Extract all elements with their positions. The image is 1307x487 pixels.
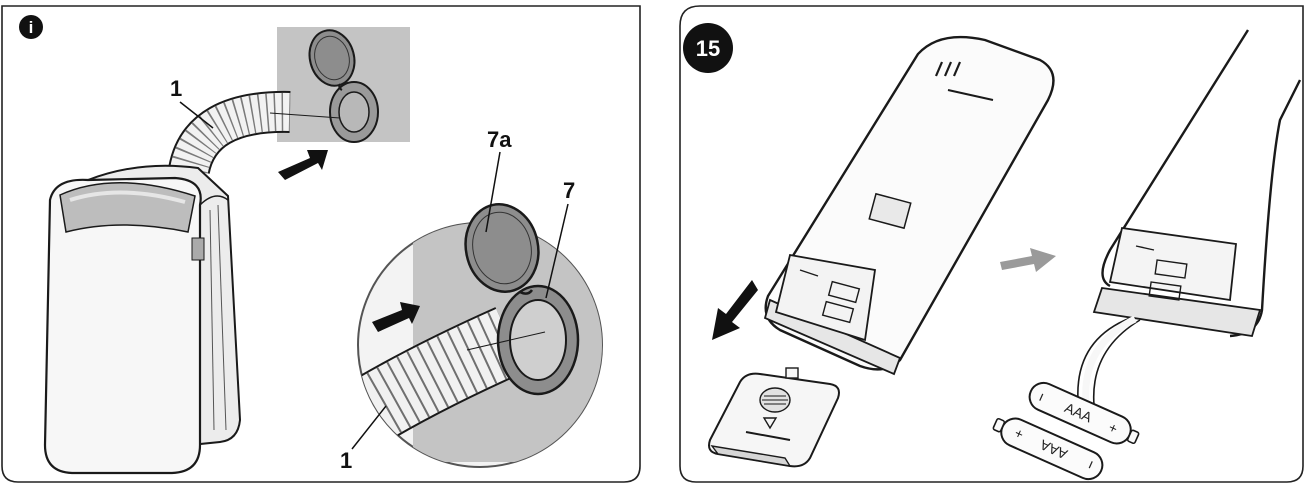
panel-left: i: [1, 5, 641, 483]
info-badge: i: [19, 15, 43, 39]
step-badge-text: 15: [696, 36, 720, 61]
leader-hose-top: [179, 101, 214, 129]
panel-right: 15: [679, 5, 1304, 483]
battery-compartment-partial: [1108, 226, 1237, 302]
battery-cover: [708, 367, 840, 468]
portable-air-conditioner: [43, 164, 242, 475]
label-hose-bottom: 1: [340, 448, 352, 473]
leader-ring: [545, 203, 569, 299]
remote-control-partial: [1077, 29, 1302, 406]
label-plate: [868, 192, 912, 230]
arrow-push-detail: [372, 302, 420, 332]
arrow-slide-cover: [712, 280, 758, 340]
svg-text:ı: ı: [1085, 458, 1095, 474]
svg-text:ı: ı: [1037, 388, 1047, 404]
leader-hose-bottom: [351, 405, 387, 450]
exhaust-hose-top: [168, 90, 341, 175]
label-ring: 7: [563, 178, 575, 203]
window-adapter-top: [308, 29, 379, 143]
leader-cap: [485, 151, 501, 233]
arrow-push-top: [278, 150, 328, 180]
panel-left-frame: [1, 5, 641, 483]
remote-control-open: [763, 35, 1055, 376]
label-cap: 7a: [487, 127, 512, 152]
step-badge: 15: [683, 23, 733, 73]
adapter-cap-detail: [464, 203, 540, 293]
battery-aaa-2: ı AAA +: [992, 417, 1104, 481]
info-badge-text: i: [29, 18, 34, 37]
label-hose-top: 1: [170, 76, 182, 101]
panel-right-frame: [679, 5, 1304, 483]
magnified-detail: [357, 203, 603, 468]
speaker-holes: [934, 61, 962, 77]
battery-aaa-1: ı AAA +: [1028, 381, 1140, 445]
arrow-next-step: [1000, 248, 1056, 272]
